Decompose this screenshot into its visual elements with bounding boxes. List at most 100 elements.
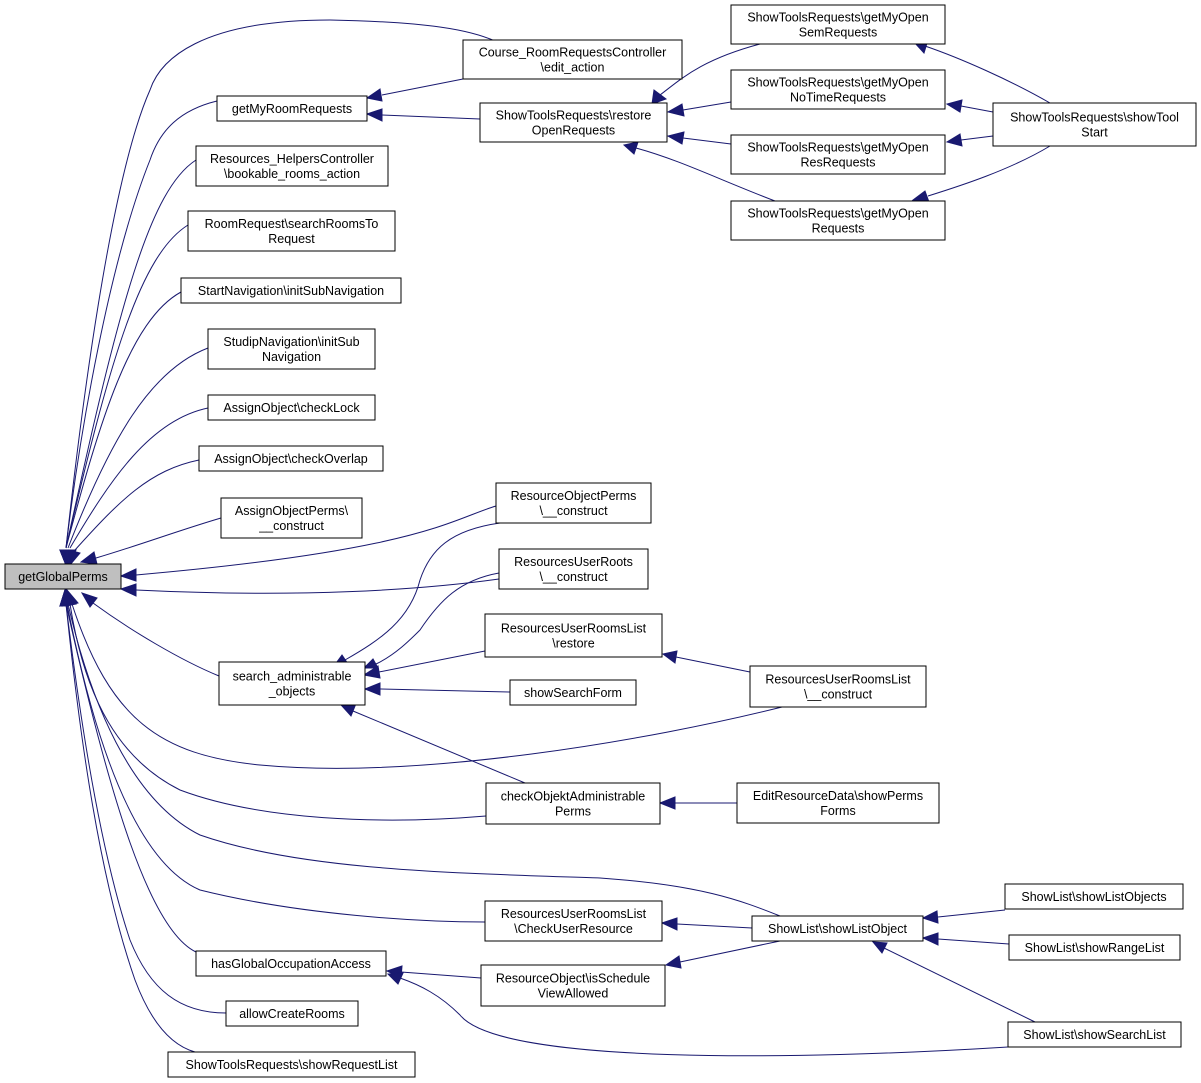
- node-get-my-room-req[interactable]: getMyRoomRequests: [216, 95, 368, 122]
- node-box[interactable]: [1008, 934, 1181, 961]
- node-show-search-list[interactable]: ShowList\showSearchList: [1007, 1021, 1182, 1048]
- node-box[interactable]: [992, 102, 1197, 147]
- node-label: ShowList\showListObject: [768, 922, 907, 936]
- node-bookable-rooms[interactable]: Resources_HelpersController\bookable_roo…: [195, 145, 389, 187]
- node-box[interactable]: [207, 328, 376, 370]
- node-label: Requests: [812, 222, 865, 236]
- node-label: ShowList\showListObjects: [1021, 890, 1166, 904]
- node-box[interactable]: [730, 200, 946, 241]
- edge-line: [381, 78, 464, 96]
- node-rooms-list-construct[interactable]: ResourcesUserRoomsList\__construct: [749, 665, 927, 708]
- node-show-list-objects[interactable]: ShowList\showListObjects: [1004, 883, 1184, 910]
- node-studip-nav[interactable]: StudipNavigation\initSubNavigation: [207, 328, 376, 370]
- node-box[interactable]: [480, 964, 666, 1007]
- node-box[interactable]: [736, 782, 940, 824]
- node-box[interactable]: [479, 102, 668, 143]
- node-box[interactable]: [216, 95, 368, 122]
- node-rooms-list-check[interactable]: ResourcesUserRoomsList\CheckUserResource: [484, 900, 663, 942]
- arrowhead-icon: [660, 917, 678, 931]
- node-rooms-list-restore[interactable]: ResourcesUserRoomsList\restore: [484, 613, 663, 658]
- edges-layer: [59, 19, 1051, 1057]
- edge-restore_open-to-get_my_room_req: [365, 108, 481, 122]
- node-show-list-object[interactable]: ShowList\showListObject: [751, 915, 924, 942]
- node-box[interactable]: [167, 1051, 416, 1078]
- node-box[interactable]: [1007, 1021, 1182, 1048]
- node-box[interactable]: [4, 563, 122, 590]
- node-box[interactable]: [730, 4, 946, 45]
- node-box[interactable]: [749, 665, 927, 708]
- node-box[interactable]: [225, 1000, 359, 1027]
- node-box[interactable]: [509, 679, 637, 706]
- node-label: ResRequests: [800, 156, 875, 170]
- node-res-user-roots[interactable]: ResourcesUserRoots\__construct: [498, 548, 649, 590]
- node-box[interactable]: [1004, 883, 1184, 910]
- node-box[interactable]: [751, 915, 924, 942]
- node-box[interactable]: [220, 497, 363, 539]
- arrowhead-icon: [664, 955, 682, 969]
- node-res-obj-perms[interactable]: ResourceObjectPerms\__construct: [495, 482, 652, 524]
- node-box[interactable]: [498, 548, 649, 590]
- node-box[interactable]: [730, 69, 946, 110]
- node-box[interactable]: [198, 445, 384, 472]
- arrowhead-icon: [79, 551, 98, 565]
- node-course-room-req[interactable]: Course_RoomRequestsController\edit_actio…: [462, 39, 683, 80]
- node-label: ShowToolsRequests\getMyOpen: [747, 207, 928, 221]
- edge-line: [676, 923, 753, 929]
- node-label: StudipNavigation\initSub: [223, 335, 359, 349]
- node-box[interactable]: [207, 394, 376, 421]
- arrowhead-icon: [59, 588, 73, 607]
- edge-my_open_notime-to-restore_open: [666, 101, 732, 117]
- edge-rooms_list_restore-to-search_admin: [362, 650, 486, 679]
- node-box[interactable]: [495, 482, 652, 524]
- node-box[interactable]: [484, 900, 663, 942]
- node-label: ShowToolsRequests\showTool: [1010, 111, 1179, 125]
- node-box[interactable]: [485, 782, 661, 825]
- node-label: \__construct: [539, 504, 608, 518]
- edge-line: [679, 940, 781, 963]
- node-has-global-occ[interactable]: hasGlobalOccupationAccess: [195, 950, 387, 977]
- edge-res_user_roots-to-root: [119, 578, 500, 597]
- edge-line: [65, 603, 227, 1014]
- node-box[interactable]: [484, 613, 663, 658]
- node-show-request-list[interactable]: ShowToolsRequests\showRequestList: [167, 1051, 416, 1078]
- node-show-range-list[interactable]: ShowList\showRangeList: [1008, 934, 1181, 961]
- node-check-overlap[interactable]: AssignObject\checkOverlap: [198, 445, 384, 472]
- edge-get_my_room_req-to-root: [59, 100, 218, 567]
- node-start-nav[interactable]: StartNavigation\initSubNavigation: [180, 277, 402, 304]
- node-assign-obj-perms[interactable]: AssignObjectPerms\__construct: [220, 497, 363, 539]
- node-search-admin[interactable]: search_administrable_objects: [218, 661, 366, 706]
- node-check-lock[interactable]: AssignObject\checkLock: [207, 394, 376, 421]
- edge-line: [71, 603, 783, 769]
- node-my-open-notime[interactable]: ShowToolsRequests\getMyOpenNoTimeRequest…: [730, 69, 946, 110]
- node-root[interactable]: getGlobalPerms: [4, 563, 122, 590]
- arrowhead-icon: [661, 650, 678, 664]
- node-box[interactable]: [195, 950, 387, 977]
- node-box[interactable]: [187, 210, 396, 252]
- edge-line: [883, 947, 1036, 1023]
- node-allow-create-rooms[interactable]: allowCreateRooms: [225, 1000, 359, 1027]
- node-label: getMyRoomRequests: [232, 102, 352, 116]
- node-box[interactable]: [730, 134, 946, 175]
- arrowhead-icon: [658, 796, 676, 810]
- edge-search_rooms_to_req-to-root: [59, 224, 189, 567]
- node-box[interactable]: [218, 661, 366, 706]
- node-label: AssignObject\checkOverlap: [214, 452, 368, 466]
- arrowhead-icon: [363, 682, 381, 696]
- node-box[interactable]: [180, 277, 402, 304]
- node-show-search-form[interactable]: showSearchForm: [509, 679, 637, 706]
- node-label: __construct: [258, 519, 324, 533]
- node-box[interactable]: [462, 39, 683, 80]
- arrowhead-icon: [119, 583, 137, 597]
- node-box[interactable]: [195, 145, 389, 187]
- edge-show_list_object-to-rooms_list_check: [660, 917, 753, 931]
- node-label: RoomRequest\searchRoomsTo: [205, 217, 379, 231]
